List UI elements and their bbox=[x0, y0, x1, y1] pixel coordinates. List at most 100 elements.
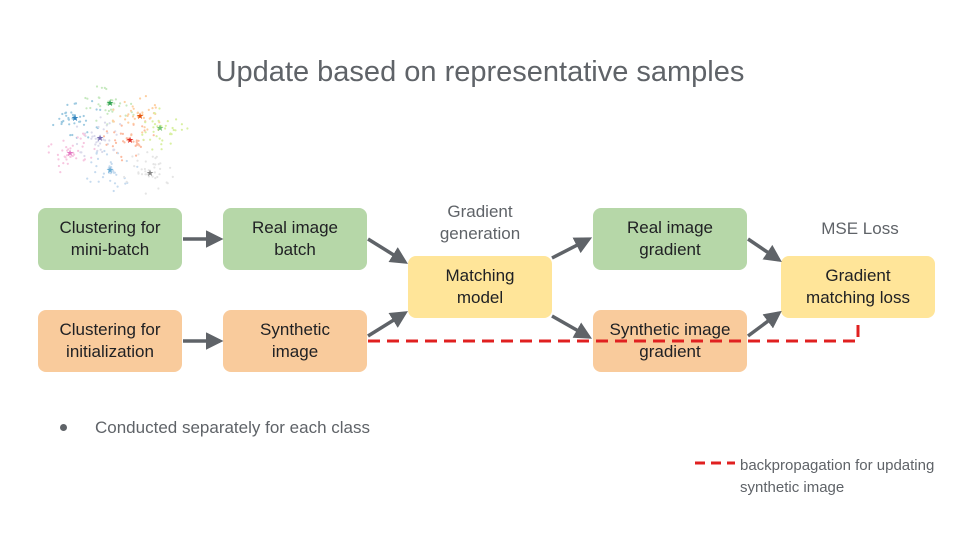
scatter-point bbox=[111, 145, 114, 148]
scatter-point bbox=[115, 173, 118, 176]
scatter-point bbox=[66, 149, 69, 152]
scatter-point bbox=[66, 162, 69, 165]
scatter-point bbox=[127, 121, 130, 124]
cluster-center-star-icon: ★ bbox=[146, 168, 154, 178]
scatter-point bbox=[130, 133, 133, 136]
scatter-point bbox=[126, 114, 129, 117]
scatter-point bbox=[143, 129, 146, 132]
scatter-point bbox=[93, 147, 96, 151]
scatter-point bbox=[154, 157, 157, 160]
scatter-point bbox=[101, 150, 104, 154]
scatter-point bbox=[142, 116, 145, 119]
scatter-point bbox=[71, 113, 74, 116]
scatter-point bbox=[149, 116, 152, 119]
scatter-point bbox=[107, 100, 110, 103]
scatter-point bbox=[141, 125, 144, 128]
scatter-point bbox=[61, 149, 64, 152]
scatter-point bbox=[113, 102, 116, 105]
clustering-minibatch-node: Clustering for mini-batch bbox=[38, 208, 182, 270]
scatter-point bbox=[99, 116, 102, 119]
scatter-point bbox=[157, 128, 160, 131]
scatter-point bbox=[172, 128, 175, 132]
scatter-point bbox=[133, 165, 136, 168]
scatter-point bbox=[135, 140, 138, 144]
scatter-point bbox=[99, 136, 102, 139]
scatter-point bbox=[156, 125, 159, 128]
scatter-point bbox=[180, 128, 183, 131]
scatter-point bbox=[111, 110, 114, 113]
scatter-point bbox=[133, 117, 136, 120]
scatter-point bbox=[153, 123, 157, 126]
scatter-point bbox=[79, 115, 82, 118]
scatter-point bbox=[69, 147, 72, 150]
scatter-point bbox=[91, 100, 94, 103]
scatter-point bbox=[71, 154, 74, 158]
bullet-dot bbox=[60, 424, 67, 431]
scatter-point bbox=[111, 119, 114, 122]
scatter-point bbox=[153, 104, 156, 107]
scatter-point bbox=[143, 167, 146, 171]
scatter-point bbox=[152, 130, 155, 133]
backprop-line bbox=[368, 318, 860, 343]
scatter-point bbox=[95, 85, 99, 88]
scatter-point bbox=[151, 155, 154, 158]
scatter-point bbox=[73, 114, 76, 117]
scatter-point bbox=[99, 108, 102, 111]
scatter-point bbox=[107, 109, 110, 113]
scatter-point bbox=[135, 154, 138, 157]
cluster-center-star-icon: ★ bbox=[156, 123, 164, 133]
scatter-point bbox=[138, 115, 141, 118]
scatter-point bbox=[95, 119, 98, 122]
scatter-point bbox=[139, 145, 142, 148]
scatter-point bbox=[94, 171, 97, 174]
scatter-point bbox=[135, 143, 139, 146]
scatter-point bbox=[105, 153, 109, 156]
scatter-point bbox=[47, 145, 50, 148]
scatter-point bbox=[124, 118, 127, 121]
scatter-point bbox=[160, 143, 163, 146]
scatter-point bbox=[121, 132, 124, 135]
scatter-point bbox=[119, 115, 122, 118]
scatter-point bbox=[154, 106, 157, 109]
scatter-point bbox=[93, 134, 96, 138]
scatter-point bbox=[71, 133, 74, 137]
scatter-point bbox=[90, 137, 93, 140]
scatter-point bbox=[113, 182, 117, 185]
scatter-point bbox=[97, 103, 100, 106]
scatter-point bbox=[164, 127, 167, 130]
scatter-point bbox=[144, 173, 147, 176]
scatter-point bbox=[120, 124, 123, 127]
scatter-point bbox=[151, 120, 154, 123]
scatter-point bbox=[186, 127, 189, 130]
scatter-point bbox=[123, 141, 126, 144]
scatter-point bbox=[166, 120, 169, 123]
gradient-matching-loss-label: Gradient matching loss bbox=[806, 266, 910, 307]
scatter-point bbox=[67, 117, 70, 121]
scatter-point bbox=[95, 108, 98, 111]
scatter-point bbox=[144, 160, 147, 163]
scatter-point bbox=[151, 175, 154, 178]
scatter-point bbox=[115, 133, 118, 136]
scatter-point bbox=[144, 170, 147, 173]
scatter-point bbox=[154, 177, 157, 180]
scatter-point bbox=[129, 109, 133, 112]
scatter-point bbox=[73, 153, 76, 156]
scatter-point bbox=[175, 118, 178, 121]
scatter-point bbox=[143, 126, 146, 129]
scatter-point bbox=[57, 164, 60, 168]
scatter-point bbox=[81, 145, 84, 148]
scatter-point bbox=[164, 124, 167, 127]
scatter-point bbox=[113, 131, 116, 134]
scatter-point bbox=[86, 177, 89, 180]
scatter-point bbox=[110, 102, 113, 105]
scatter-point bbox=[144, 192, 147, 195]
scatter-point bbox=[66, 103, 69, 106]
cluster-center-star-icon: ★ bbox=[71, 113, 79, 123]
synthetic-image-gradient-label: Synthetic image gradient bbox=[609, 320, 731, 361]
scatter-point bbox=[119, 102, 122, 105]
scatter-point bbox=[102, 128, 105, 131]
scatter-point bbox=[105, 130, 108, 133]
scatter-point bbox=[62, 139, 65, 142]
scatter-point bbox=[96, 157, 100, 160]
